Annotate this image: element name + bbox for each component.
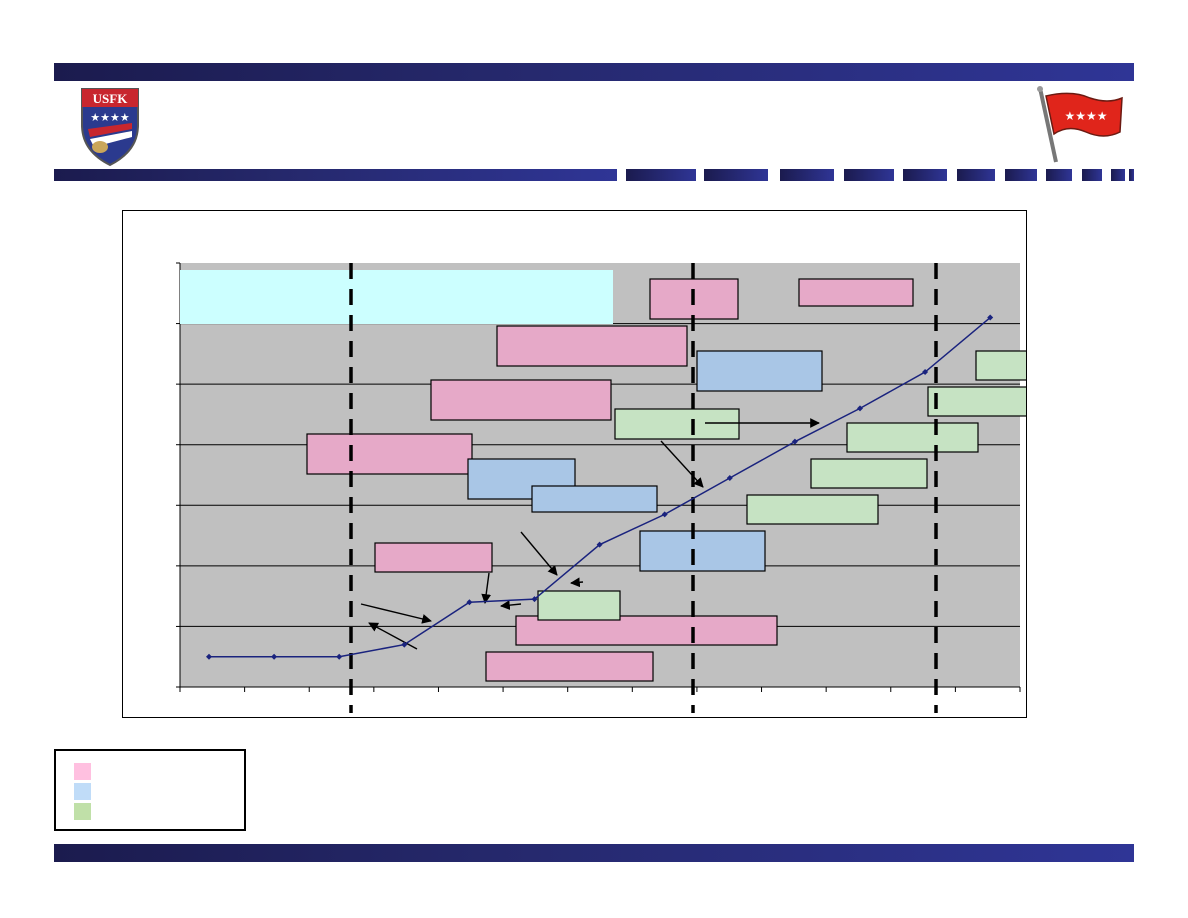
annotation-box <box>696 350 823 392</box>
data-point <box>726 475 733 482</box>
svg-text:★★★★: ★★★★ <box>1064 109 1107 123</box>
header-segment <box>957 169 995 181</box>
annotation-arrow <box>368 622 418 650</box>
header-segment <box>780 169 834 181</box>
data-point <box>466 599 473 606</box>
annotation-box <box>614 408 740 440</box>
legend-swatch <box>74 763 91 780</box>
annotation-box <box>430 379 612 421</box>
data-point <box>987 314 994 321</box>
header-top-band <box>54 63 1134 81</box>
annotation-box <box>515 615 778 646</box>
header-segment <box>1082 169 1102 181</box>
general-flag-icon: ★★★★ <box>1037 86 1123 163</box>
legend-item-green <box>74 803 224 820</box>
svg-text:★★★★: ★★★★ <box>90 112 130 124</box>
cyan-band <box>180 270 613 324</box>
annotation-box <box>975 350 1026 381</box>
chart-frame <box>122 210 1027 718</box>
legend-box <box>54 749 246 831</box>
header-segment <box>704 169 768 181</box>
annotation-box <box>485 651 654 682</box>
annotation-arrow <box>520 531 558 576</box>
annotation-box <box>306 433 473 475</box>
annotation-arrow <box>481 572 492 604</box>
annotation-box <box>639 530 766 572</box>
data-point <box>271 653 278 660</box>
header-bottom-band <box>54 169 617 181</box>
data-point <box>336 653 343 660</box>
annotation-box <box>810 458 928 489</box>
annotation-box <box>746 494 879 525</box>
header-segment <box>1046 169 1072 181</box>
annotation-arrow <box>570 577 584 588</box>
legend-item-pink <box>74 763 224 780</box>
usfk-shield-logo: USFK ★★★★ <box>81 88 139 167</box>
annotation-box <box>374 542 493 573</box>
legend-item-blue <box>74 783 224 800</box>
legend-swatch <box>74 803 91 820</box>
annotation-box <box>496 325 688 367</box>
usfk-logo-text: USFK <box>93 91 129 106</box>
data-point <box>401 641 408 648</box>
data-point <box>531 596 538 603</box>
annotation-arrow <box>500 600 522 610</box>
timeline-chart <box>176 262 1026 713</box>
annotation-box <box>537 590 621 621</box>
header-segment <box>626 169 696 181</box>
data-point <box>791 438 798 445</box>
annotation-box <box>531 485 658 513</box>
annotation-box <box>798 278 914 307</box>
header-segment <box>1111 169 1125 181</box>
data-point <box>206 653 212 660</box>
legend-swatch <box>74 783 91 800</box>
data-point <box>596 541 603 548</box>
data-point <box>857 405 863 412</box>
data-point <box>922 369 929 376</box>
annotation-arrow <box>360 603 432 624</box>
annotation-arrow <box>660 440 704 488</box>
annotation-box <box>846 422 979 453</box>
header-segment <box>1129 169 1134 181</box>
header-segment <box>844 169 894 181</box>
header-segment <box>1005 169 1037 181</box>
annotation-box <box>927 386 1026 417</box>
data-point <box>661 511 668 518</box>
header-segment <box>903 169 947 181</box>
footer-band <box>54 844 1134 862</box>
